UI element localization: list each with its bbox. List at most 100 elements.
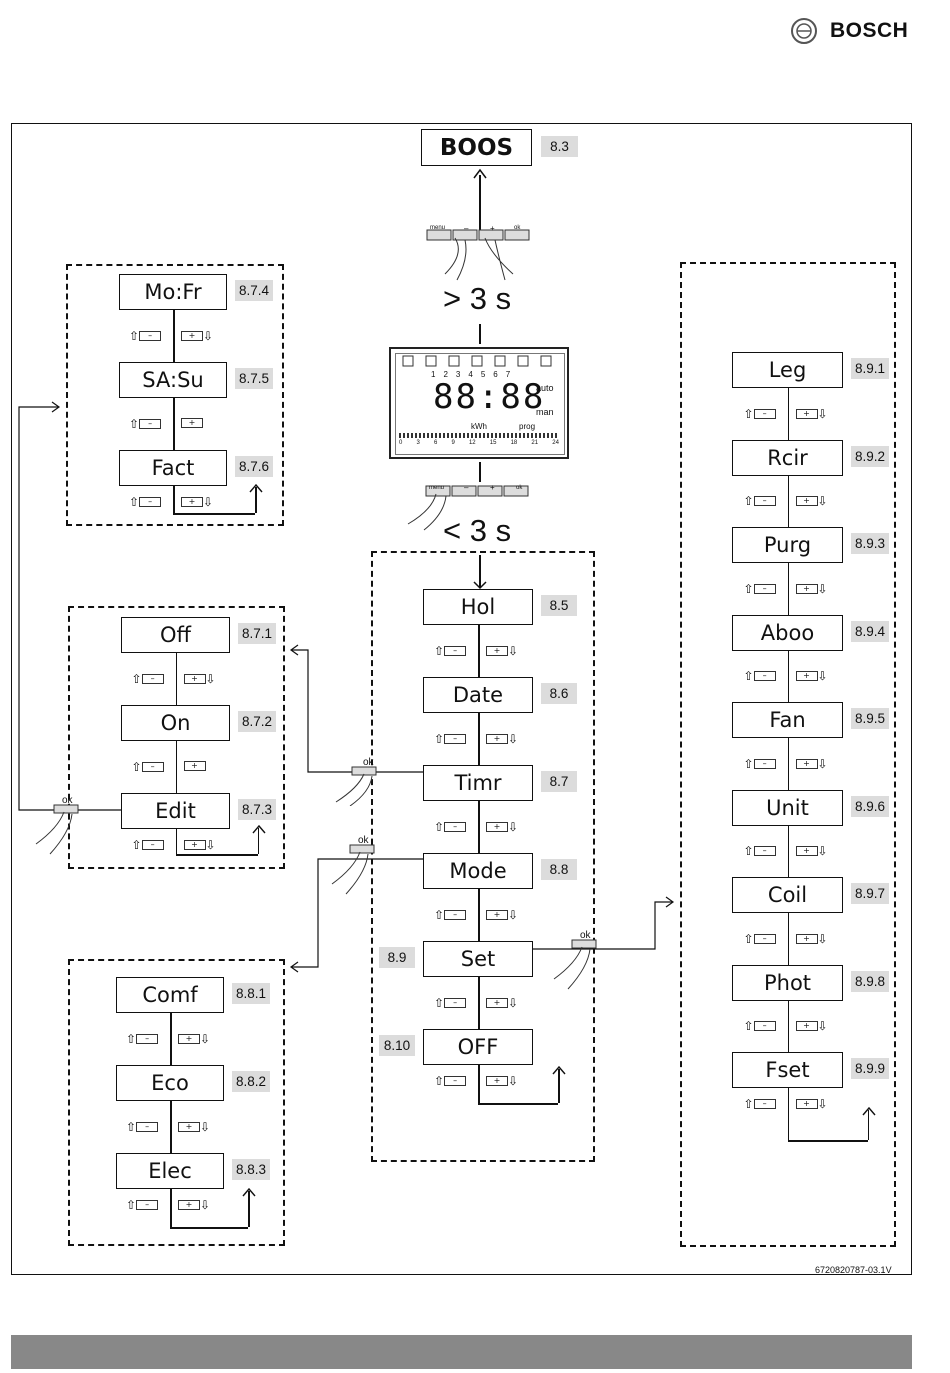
plus-down-key[interactable]: +	[183, 761, 206, 771]
settings-item[interactable]: Coil	[732, 877, 843, 913]
timer-label: On	[160, 711, 191, 735]
mode-group	[68, 959, 285, 1246]
arrow-up-icon: ⇧	[743, 669, 754, 684]
up-minus-key[interactable]: ⇧–	[744, 758, 776, 770]
up-minus-key[interactable]: ⇧–	[434, 821, 467, 833]
settings-item[interactable]: Leg	[732, 352, 843, 388]
up-minus-key[interactable]: ⇧–	[434, 997, 467, 1009]
main-menu-item[interactable]: Mode	[423, 853, 533, 889]
minus-key-icon: –	[444, 998, 467, 1008]
plus-down-key[interactable]: +⇩	[795, 933, 828, 945]
main-menu-item[interactable]: Date	[423, 677, 533, 713]
control-panel-short-press	[407, 485, 529, 531]
settings-item[interactable]: Rcir	[732, 439, 843, 476]
up-minus-key[interactable]: ⇧–	[126, 1121, 159, 1133]
up-minus-key[interactable]: ⇧–	[129, 496, 162, 508]
main-menu-loop-line	[558, 1069, 560, 1103]
settings-item[interactable]: Unit	[732, 789, 843, 826]
plus-down-key[interactable]: +⇩	[795, 844, 828, 859]
plus-down-key[interactable]: +⇩	[486, 821, 518, 833]
timer-item[interactable]: Edit	[121, 793, 230, 829]
settings-connector	[787, 738, 789, 790]
plus-down-key[interactable]: +⇩	[795, 1020, 828, 1032]
lcd-kwh: kWh	[471, 422, 487, 431]
arrow-down-icon: ⇩	[200, 1032, 211, 1046]
ok-button-edit[interactable]: ok	[62, 795, 73, 806]
plus-down-key[interactable]: +⇩	[795, 670, 828, 682]
plus-down-key[interactable]: +⇩	[795, 758, 828, 770]
up-minus-key[interactable]: ⇧–	[744, 495, 776, 507]
main-menu-item[interactable]: Set	[423, 941, 533, 977]
mode-item[interactable]: Comf	[116, 977, 224, 1013]
timer-item[interactable]: Off	[121, 617, 230, 653]
settings-item[interactable]: Fset	[732, 1052, 843, 1088]
up-minus-key[interactable]: ⇧–	[126, 1199, 159, 1211]
minus-key-icon: –	[444, 910, 467, 920]
arrow-down-icon: ⇩	[817, 406, 828, 421]
main-menu-label: Mode	[449, 859, 507, 883]
up-minus-key[interactable]: ⇧–	[132, 761, 164, 773]
settings-connector	[787, 913, 789, 965]
plus-down-key[interactable]: +⇩	[178, 1121, 210, 1133]
minus-key-icon: –	[141, 762, 164, 772]
arrow-up-icon: ⇧	[743, 581, 754, 596]
ok-button-set[interactable]: ok	[580, 930, 591, 941]
arrow-up-icon	[249, 483, 263, 493]
main-menu-item[interactable]: OFF	[423, 1029, 533, 1065]
plus-down-key[interactable]: +	[181, 418, 203, 428]
arrow-up-icon: ⇧	[131, 760, 142, 774]
settings-item[interactable]: Aboo	[732, 614, 843, 651]
plus-down-key[interactable]: +⇩	[795, 1098, 828, 1110]
timer-days-item[interactable]: Mo:Fr	[119, 274, 227, 310]
plus-down-key[interactable]: +⇩	[795, 583, 828, 595]
minus-key-icon: –	[136, 1122, 159, 1132]
plus-down-key[interactable]: +⇩	[183, 839, 216, 851]
main-menu-item[interactable]: Hol	[423, 589, 533, 625]
lcd-num-6: 6	[493, 370, 498, 379]
boost-item[interactable]: BOOS	[421, 129, 532, 166]
plus-down-key[interactable]: +⇩	[795, 406, 828, 421]
up-minus-key[interactable]: ⇧–	[129, 418, 162, 430]
up-minus-key[interactable]: ⇧–	[434, 1075, 467, 1087]
up-minus-key[interactable]: ⇧–	[132, 839, 164, 851]
up-minus-key[interactable]: ⇧–	[744, 845, 776, 857]
plus-down-key[interactable]: +⇩	[486, 997, 518, 1009]
plus-down-key[interactable]: +⇩	[178, 1199, 210, 1211]
up-minus-key[interactable]: ⇧–	[744, 1020, 776, 1032]
plus-down-key[interactable]: +⇩	[486, 909, 518, 921]
up-minus-key[interactable]: ⇧–	[126, 1033, 159, 1045]
timer-item[interactable]: On	[121, 705, 230, 741]
up-minus-key[interactable]: ⇧–	[434, 645, 467, 657]
up-minus-key[interactable]: ⇧–	[744, 1098, 776, 1110]
plus-down-key[interactable]: +⇩	[181, 496, 213, 508]
plus-down-key[interactable]: +⇩	[486, 733, 518, 745]
main-menu-item[interactable]: Timr	[423, 765, 533, 801]
arrow-down-icon: ⇩	[817, 844, 828, 859]
plus-down-key[interactable]: +⇩	[183, 673, 216, 685]
up-minus-key[interactable]: ⇧–	[744, 583, 776, 595]
ok-button-timer[interactable]: ok	[363, 757, 374, 768]
plus-down-key[interactable]: +⇩	[181, 330, 213, 342]
up-minus-key[interactable]: ⇧–	[132, 673, 164, 685]
plus-down-key[interactable]: +⇩	[795, 495, 828, 507]
plus-down-key[interactable]: +⇩	[178, 1033, 210, 1045]
up-minus-key[interactable]: ⇧–	[434, 733, 467, 745]
mode-item[interactable]: Eco	[116, 1065, 224, 1101]
settings-item[interactable]: Fan	[732, 702, 843, 738]
timer-days-item[interactable]: Fact	[119, 450, 227, 486]
up-minus-key[interactable]: ⇧–	[744, 670, 776, 682]
up-minus-key[interactable]: ⇧–	[744, 933, 776, 945]
arrow-down-icon: ⇩	[508, 820, 519, 834]
timer-days-item[interactable]: SA:Su	[119, 362, 227, 398]
plus-key-icon: +	[486, 822, 508, 832]
ok-button-mode[interactable]: ok	[358, 835, 369, 846]
mode-item[interactable]: Elec	[116, 1153, 224, 1189]
plus-down-key[interactable]: +⇩	[486, 1075, 518, 1087]
plus-down-key[interactable]: +⇩	[486, 645, 518, 657]
settings-item[interactable]: Phot	[732, 964, 843, 1001]
up-minus-key[interactable]: ⇧–	[434, 909, 467, 921]
settings-item[interactable]: Purg	[732, 527, 843, 563]
up-minus-key[interactable]: ⇧–	[129, 330, 162, 342]
up-minus-key[interactable]: ⇧–	[744, 408, 776, 420]
plus-key-icon: +	[795, 1021, 818, 1032]
